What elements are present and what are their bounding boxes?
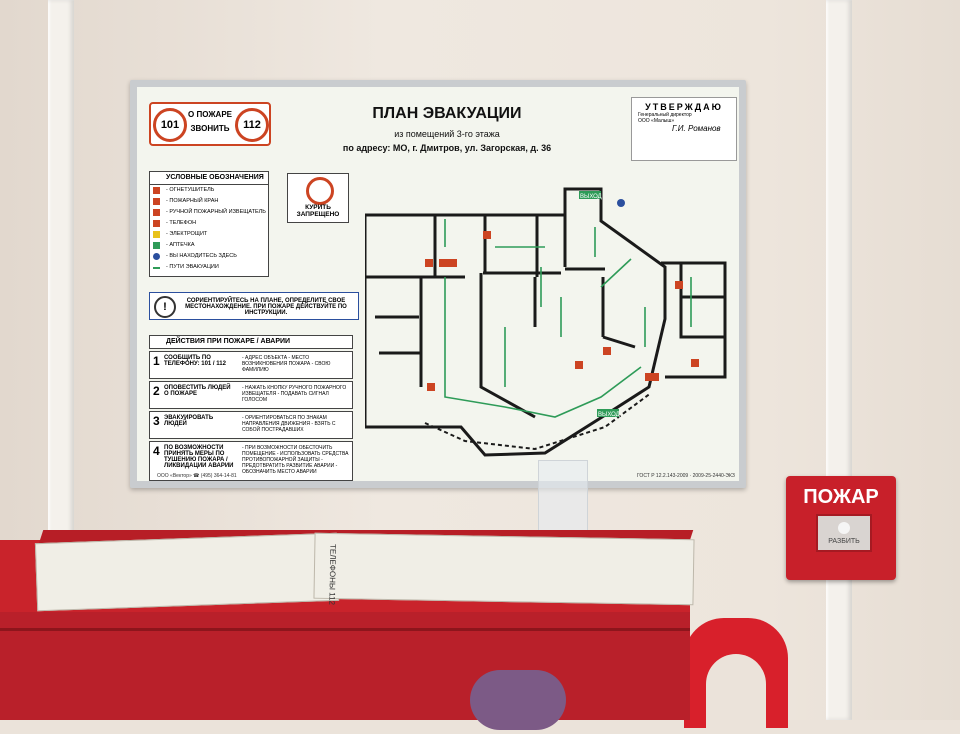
legend-item: - ПУТИ ЭВАКУАЦИИ: [150, 262, 268, 273]
cabinet-seam: [0, 628, 690, 631]
poster-footer: ООО «Вектор» ☎ (495) 364-14-81: [157, 473, 237, 479]
step-detail: - ПРИ ВОЗМОЖНОСТИ ОБЕСТОЧИТЬ ПОМЕЩЕНИЕ -…: [242, 445, 349, 475]
legend-item: - ЭЛЕКТРОЩИТ: [150, 229, 268, 240]
evacuation-route-icon: [153, 267, 160, 269]
fire-alarm-glass[interactable]: РАЗБИТЬ: [816, 514, 872, 552]
you-are-here-icon: [153, 253, 160, 260]
exit-label-bottom: ВЫХОД: [598, 412, 620, 418]
document-sheet-left: [34, 532, 340, 612]
approval-stamp: УТВЕРЖДАЮ Генеральный директор ООО «Малы…: [631, 97, 737, 161]
fire-alarm-icon: [153, 209, 160, 216]
extinguisher-mark: [675, 281, 683, 289]
fire-hose-pipe: [684, 618, 788, 734]
poster-standard: ГОСТ Р 12.2.143-2009 · 2009-25-2440-ЭКЗ: [637, 473, 735, 479]
emergency-call-badge: 101 О ПОЖАРЕ ЗВОНИТЬ 112: [149, 102, 271, 146]
emergency-number-101: 101: [153, 108, 187, 142]
fire-alarm-button[interactable]: [838, 522, 850, 534]
step-detail: - ОРИЕНТИРОВАТЬСЯ ПО ЗНАКАМ НАПРАВЛЕНИЯ …: [242, 415, 336, 433]
action-step: 1 СООБЩИТЬ ПО ТЕЛЕФОНУ: 101 / 112 - АДРЕ…: [149, 351, 353, 379]
step-label: ОПОВЕСТИТЬ ЛЮДЕЙ О ПОЖАРЕ: [164, 385, 231, 397]
electric-panel-icon: [153, 231, 160, 238]
step-number: 1: [153, 354, 160, 368]
legend-item: - АПТЕЧКА: [150, 240, 268, 251]
fire-alarm-box[interactable]: ПОЖАР РАЗБИТЬ: [786, 476, 896, 580]
exit-sign-top: [579, 191, 601, 199]
document-title: ТЕЛЕФОНЫ 112: [327, 543, 338, 606]
fire-hose-inner: [706, 654, 766, 734]
evacuation-plan-frame: 101 О ПОЖАРЕ ЗВОНИТЬ 112 ПЛАН ЭВАКУАЦИИ …: [130, 80, 746, 488]
fire-hydrant-icon: [153, 198, 160, 205]
legend-item: - ПОЖАРНЫЙ КРАН: [150, 196, 268, 207]
extinguisher-icon: [153, 187, 160, 194]
step-number: 2: [153, 384, 160, 398]
you-are-here-marker: [617, 199, 625, 207]
no-smoking-sign: КУРИТЬ ЗАПРЕЩЕНО: [287, 173, 349, 223]
step-label: СООБЩИТЬ ПО ТЕЛЕФОНУ: 101 / 112: [164, 355, 226, 367]
phone-icon: [153, 220, 160, 227]
plan-subtitle: из помещений 3-го этажа: [394, 129, 500, 139]
exit-sign-bottom: [597, 409, 619, 417]
cable-conduit-right: [826, 0, 852, 720]
action-step: 4 ПО ВОЗМОЖНОСТИ ПРИНЯТЬ МЕРЫ ПО ТУШЕНИЮ…: [149, 441, 353, 481]
fire-alarm-label: ПОЖАР: [803, 486, 879, 508]
legend-title: УСЛОВНЫЕ ОБОЗНАЧЕНИЯ: [150, 172, 268, 185]
extinguisher-mark: [425, 259, 433, 267]
approval-signature: Г.И. Романов: [672, 124, 721, 133]
orientation-note: ! СОРИЕНТИРУЙТЕСЬ НА ПЛАНЕ, ОПРЕДЕЛИТЕ С…: [149, 292, 359, 320]
extinguisher-mark: [575, 361, 583, 369]
emergency-line1: О ПОЖАРЕ: [188, 110, 232, 119]
no-smoking-icon: [306, 177, 334, 205]
legend-item: - ВЫ НАХОДИТЕСЬ ЗДЕСЬ: [150, 251, 268, 262]
step-detail: - АДРЕС ОБЪЕКТА - МЕСТО ВОЗНИКНОВЕНИЯ ПО…: [242, 355, 331, 373]
orientation-text: СОРИЕНТИРУЙТЕСЬ НА ПЛАНЕ, ОПРЕДЕЛИТЕ СВО…: [185, 298, 347, 316]
cabinet-handle: [470, 670, 566, 730]
extinguisher-mark: [603, 347, 611, 355]
step-label: ПО ВОЗМОЖНОСТИ ПРИНЯТЬ МЕРЫ ПО ТУШЕНИЮ П…: [164, 445, 234, 469]
action-step: 3 ЭВАКУИРОВАТЬ ЛЮДЕЙ - ОРИЕНТИРОВАТЬСЯ П…: [149, 411, 353, 439]
exclamation-icon: !: [154, 296, 176, 318]
emergency-line2: ЗВОНИТЬ: [190, 124, 230, 133]
hydrant-mark: [439, 259, 457, 267]
extinguisher-mark: [691, 359, 699, 367]
actions-title: ДЕЙСТВИЯ ПРИ ПОЖАРЕ / АВАРИИ: [149, 335, 353, 349]
plan-title: ПЛАН ЭВАКУАЦИИ: [372, 105, 522, 122]
step-number: 3: [153, 414, 160, 428]
legend-item: - ТЕЛЕФОН: [150, 218, 268, 229]
exit-label-top: ВЫХОД: [580, 194, 602, 200]
emergency-number-112: 112: [235, 108, 269, 142]
extinguisher-mark: [483, 231, 491, 239]
floor-plan-drawing: ВЫХОД ВЫХОД: [365, 187, 727, 457]
hydrant-mark: [645, 373, 659, 381]
actions-panel: ДЕЙСТВИЯ ПРИ ПОЖАРЕ / АВАРИИ 1 СООБЩИТЬ …: [149, 335, 353, 481]
legend-item: - ОГНЕТУШИТЕЛЬ: [150, 185, 268, 196]
approval-org: ООО «Малыш»: [638, 118, 675, 124]
legend-box: УСЛОВНЫЕ ОБОЗНАЧЕНИЯ - ОГНЕТУШИТЕЛЬ - ПО…: [149, 171, 269, 277]
step-number: 4: [153, 444, 160, 458]
extinguisher-mark: [427, 383, 435, 391]
fire-alarm-break-label: РАЗБИТЬ: [828, 538, 860, 545]
evacuation-plan-poster: 101 О ПОЖАРЕ ЗВОНИТЬ 112 ПЛАН ЭВАКУАЦИИ …: [137, 87, 739, 481]
legend-item: - РУЧНОЙ ПОЖАРНЫЙ ИЗВЕЩАТЕЛЬ: [150, 207, 268, 218]
plan-address: по адресу: МО, г. Дмитров, ул. Загорская…: [342, 143, 552, 153]
step-label: ЭВАКУИРОВАТЬ ЛЮДЕЙ: [164, 415, 214, 427]
step-detail: - НАЖАТЬ КНОПКУ РУЧНОГО ПОЖАРНОГО ИЗВЕЩА…: [242, 385, 347, 403]
document-sheet-right: ТЕЛЕФОНЫ 112: [313, 532, 695, 606]
approval-role: Генеральный директор: [638, 112, 692, 118]
no-smoking-label: КУРИТЬ ЗАПРЕЩЕНО: [296, 204, 340, 218]
approval-header: УТВЕРЖДАЮ: [645, 102, 723, 112]
action-step: 2 ОПОВЕСТИТЬ ЛЮДЕЙ О ПОЖАРЕ - НАЖАТЬ КНО…: [149, 381, 353, 409]
first-aid-icon: [153, 242, 160, 249]
